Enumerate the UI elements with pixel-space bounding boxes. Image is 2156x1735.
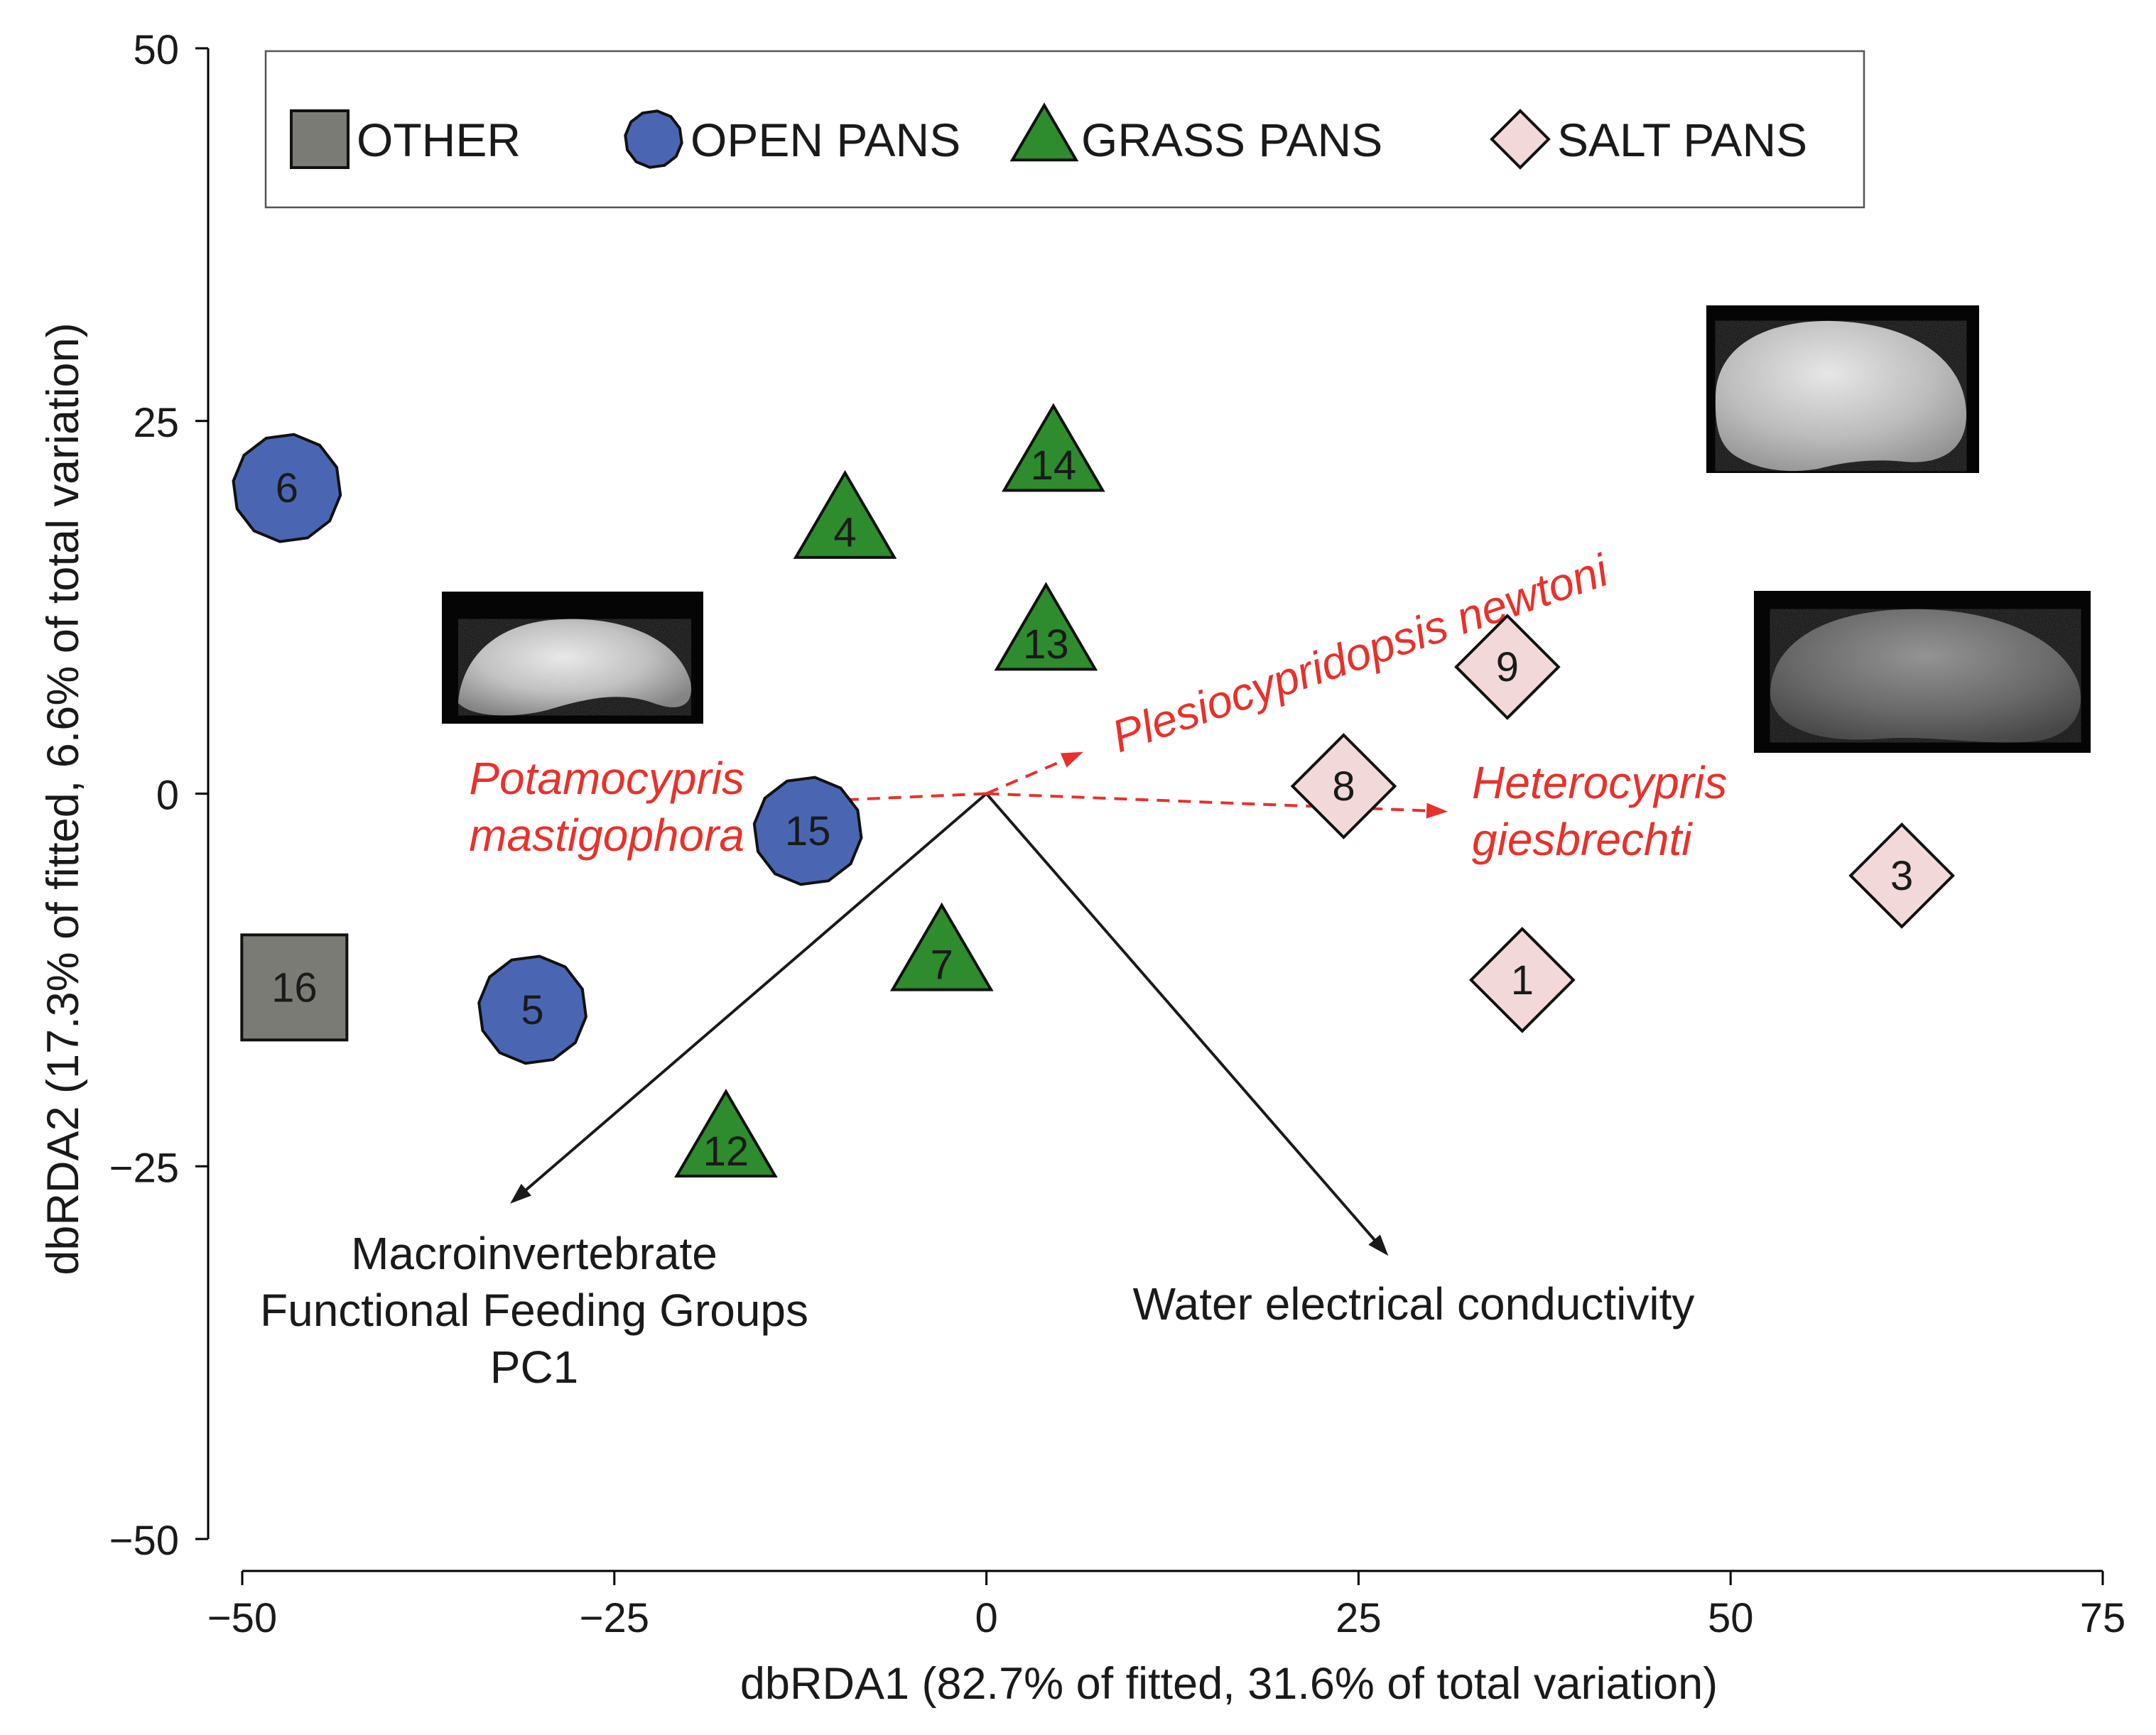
site-point: 8 [1290,733,1397,839]
x-tick-label: −50 [207,1595,277,1641]
legend-item: OTHER [290,109,521,169]
env-vector-label: Macroinvertebrate [351,1228,717,1279]
site-label: 12 [703,1128,749,1175]
legend-label: GRASS PANS [1081,114,1382,166]
x-tick-label: 0 [975,1595,997,1641]
site-point: 3 [1848,822,1955,929]
site-point: 1 [1469,927,1576,1033]
y-tick-label: −50 [109,1518,179,1564]
site-marker-triangle [889,902,994,991]
site-marker-triangle [994,582,1098,671]
site-marker-triangle [674,1089,778,1177]
env-vector-arrow-head [510,1183,532,1204]
env-vector-arrow [510,792,987,1204]
site-point: 12 [674,1089,778,1177]
legend-marker-square [290,109,350,169]
site-label: 4 [833,510,856,556]
x-tick-label: −25 [580,1595,649,1641]
site-points: 16 6 5 15 4 14 13 7 12 9 8 3 1 [232,403,1955,1177]
site-label: 16 [271,964,318,1011]
site-label: 5 [521,987,543,1033]
legend: OTHER OPEN PANS GRASS PANS SALT PANS [264,50,1865,209]
site-label: 1 [1511,957,1534,1004]
legend-label: OTHER [357,114,521,166]
site-point: 13 [994,582,1098,671]
species-vector-arrow-head [1060,751,1083,768]
y-tick-label: 0 [156,773,179,819]
y-ticks: −50 −25 0 25 50 [109,27,208,1564]
x-tick-label: 75 [2080,1595,2126,1641]
site-point: 4 [793,469,897,559]
species-vector-label: Heterocypris [1472,757,1727,808]
site-point: 14 [1002,403,1105,492]
site-marker-diamond [1469,927,1576,1033]
site-point: 16 [240,933,349,1042]
legend-label: OPEN PANS [690,114,960,166]
y-tick-label: 25 [133,400,179,446]
site-marker-circle [752,776,863,886]
legend-item: GRASS PANS [1009,102,1382,166]
site-label: 15 [785,808,831,854]
env-vector-arrow-line [522,792,987,1194]
ostracod-image-heterocypris [1754,591,2091,753]
env-vector-arrow [985,793,1389,1256]
y-tick-label: 50 [133,27,179,73]
legend-marker-diamond [1490,109,1551,170]
species-vector-arrow-line [832,792,987,802]
species-vector-label: Potamocypris [469,753,744,804]
site-label: 14 [1031,442,1077,489]
legend-item: SALT PANS [1490,109,1807,170]
legend-marker-circle [624,109,683,169]
species-vector-arrow-head [1426,803,1448,819]
site-marker-triangle [793,469,897,559]
env-vector-arrow-head [1368,1234,1389,1256]
env-vector-arrow-line [985,793,1379,1244]
species-vector-arrow [985,751,1083,795]
site-label: 9 [1496,644,1519,690]
site-marker-diamond [1454,614,1561,720]
y-tick-label: −25 [109,1145,179,1191]
site-point: 6 [232,433,342,543]
site-label: 3 [1890,853,1913,899]
x-ticks: −50 −25 0 25 50 75 [207,1571,2125,1641]
env-vector-label: Functional Feeding Groups [260,1285,808,1336]
site-label: 8 [1332,763,1355,810]
site-point: 7 [889,902,994,991]
x-axis-title: dbRDA1 (82.7% of fitted, 31.6% of total … [740,1659,1718,1709]
y-axis: −50 −25 0 25 50 [109,27,210,1564]
y-axis-title: dbRDA2 (17.3% of fitted, 6.6% of total v… [38,322,88,1275]
site-label: 7 [931,942,953,988]
ostracod-image-plesiocypridopsis [1706,305,1979,473]
legend-box [264,50,1865,209]
x-tick-label: 50 [1708,1595,1754,1641]
site-marker-diamond [1848,822,1955,929]
site-marker-square [240,933,349,1042]
species-vector-arrow-line [985,757,1068,795]
species-vector-label: giesbrechti [1472,814,1693,865]
site-point: 5 [477,954,587,1065]
site-label: 6 [276,465,298,511]
site-marker-triangle [1002,403,1105,492]
legend-marker-triangle [1009,102,1079,162]
x-axis: −50 −25 0 25 50 75 [207,1570,2125,1641]
site-marker-circle [232,433,342,543]
ostracod-image-potamocypris [442,592,703,724]
site-marker-diamond [1290,733,1397,839]
legend-item: OPEN PANS [624,109,960,169]
x-tick-label: 25 [1336,1595,1382,1641]
site-marker-circle [477,954,587,1065]
site-label: 13 [1023,621,1069,668]
legend-label: SALT PANS [1557,114,1807,166]
env-vector-label: PC1 [490,1342,579,1393]
site-point: 15 [752,776,863,886]
env-vector-label: Water electrical conductivity [1133,1278,1695,1329]
site-point: 9 [1454,614,1561,720]
species-vector-label: mastigophora [469,810,744,861]
